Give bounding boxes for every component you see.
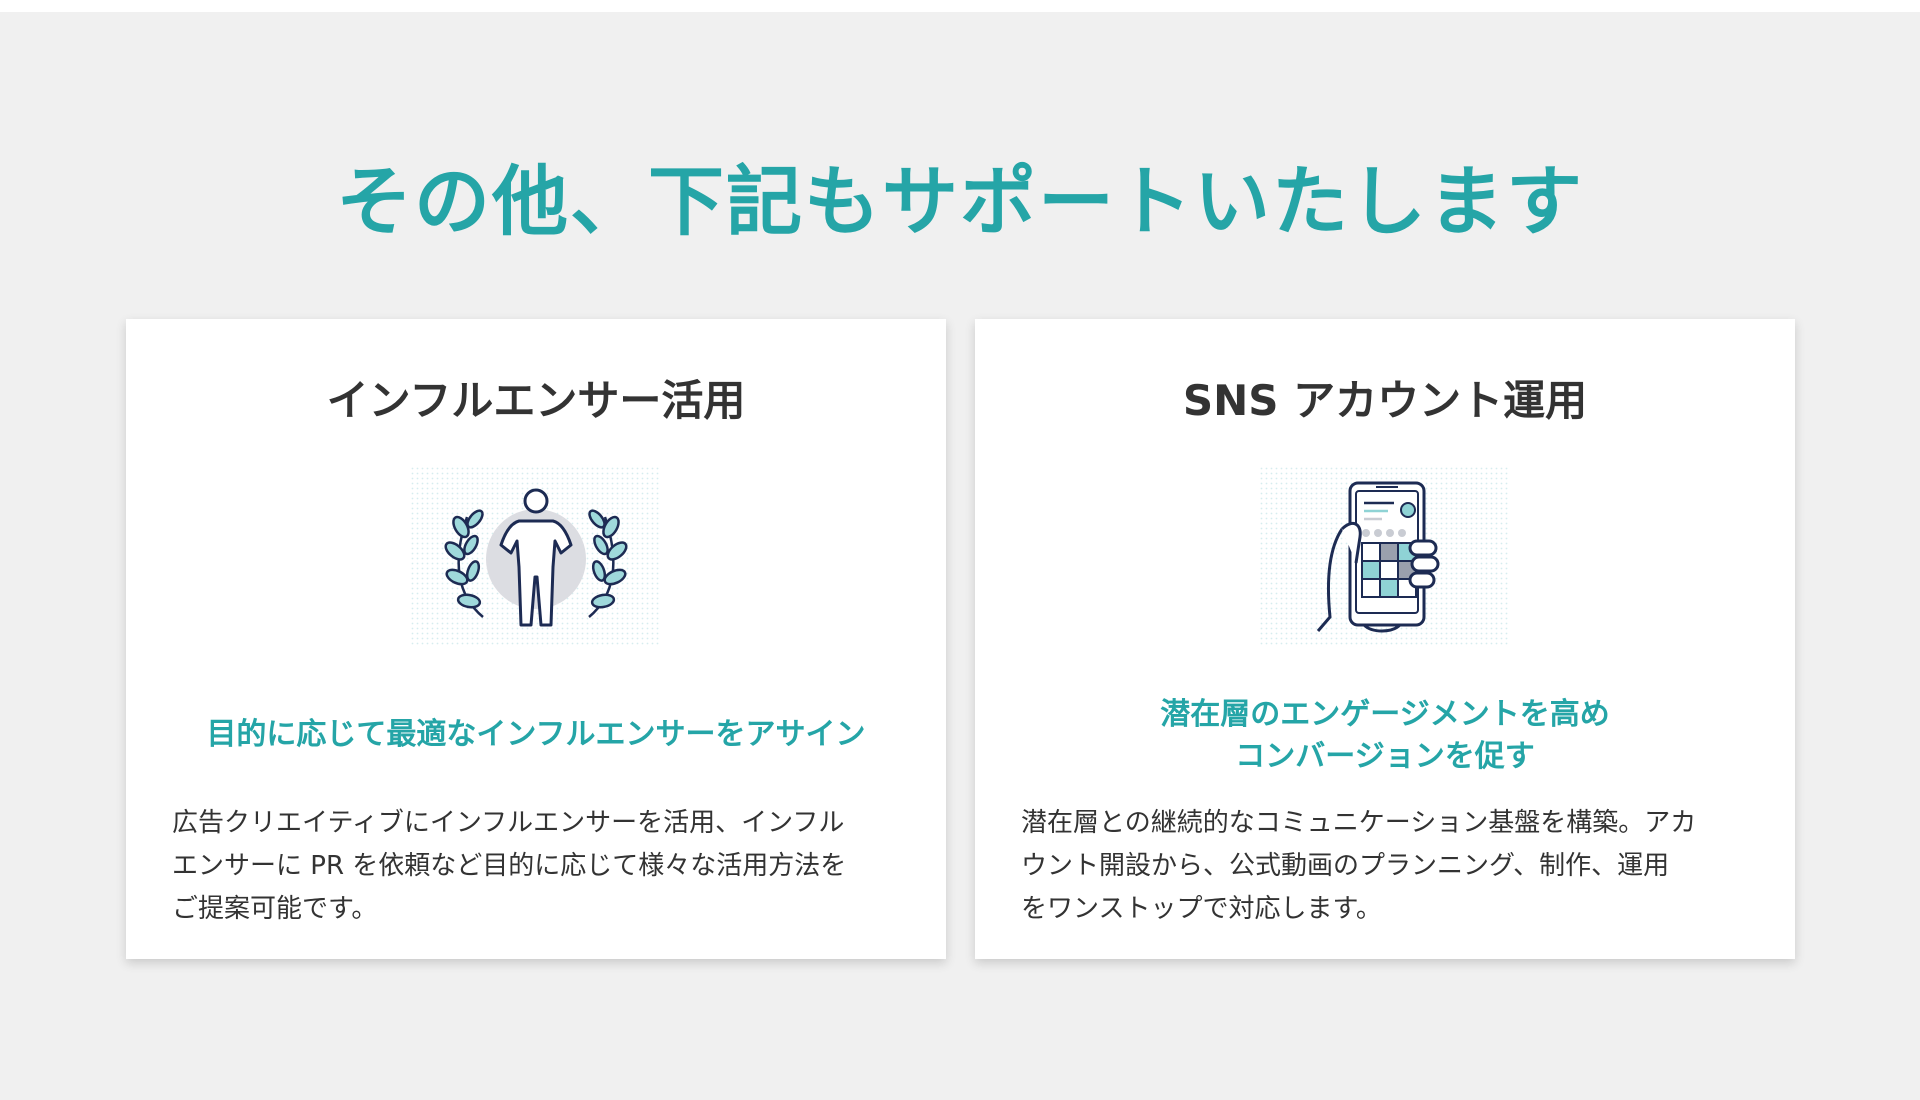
smartphone-hand-icon — [1260, 467, 1510, 647]
page-background: その他、下記もサポートいたします インフルエンサー活用 — [0, 12, 1920, 1100]
sns-account-card-subtitle: 潜在層のエンゲージメントを高め コンバージョンを促す — [1160, 697, 1610, 774]
sns-account-card-title: SNS アカウント運用 — [1182, 376, 1588, 425]
laurel-person-icon — [411, 467, 661, 647]
influencer-card-title: インフルエンサー活用 — [326, 376, 746, 425]
influencer-card-subtitle: 目的に応じて最適なインフルエンサーをアサイン — [206, 717, 866, 752]
page-title: その他、下記もサポートいたします — [336, 157, 1584, 246]
sns-account-card-description: 潜在層との継続的なコミュニケーション基盤を構築。アカ ウント開設から、公式動画の… — [1021, 808, 1697, 924]
influencer-card: インフルエンサー活用 — [126, 319, 946, 959]
sns-account-card: SNS アカウント運用 — [975, 319, 1795, 959]
influencer-card-description: 広告クリエイティブにインフルエンサーを活用、インフル エンサーに PR を依頼な… — [172, 808, 847, 924]
